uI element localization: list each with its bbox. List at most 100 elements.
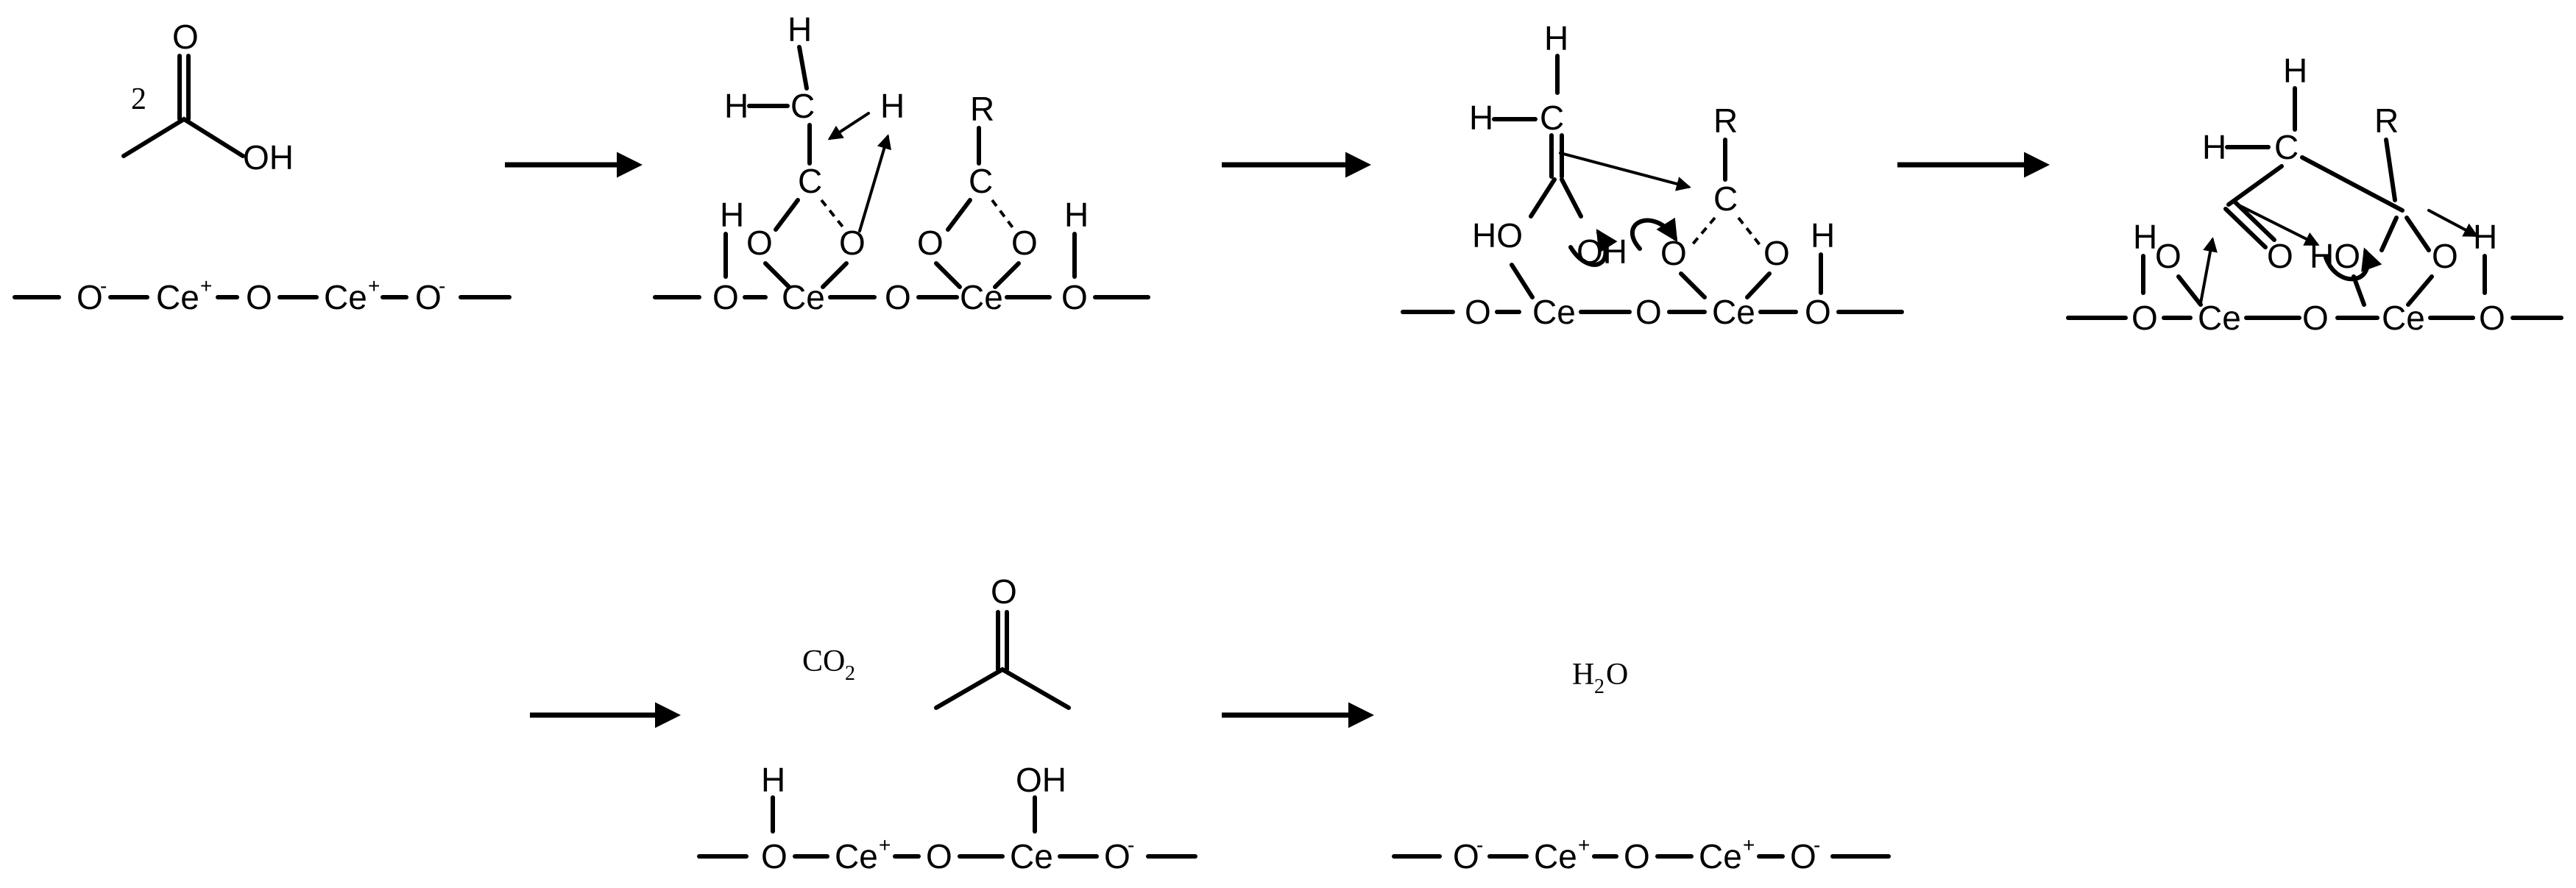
svg-text:Ce: Ce <box>1534 837 1577 875</box>
acetone-skeleton <box>934 667 1071 710</box>
svg-text:Ce: Ce <box>324 278 367 316</box>
svg-text:O: O <box>1104 837 1130 875</box>
svg-text:O: O <box>1660 234 1687 272</box>
svg-text:-: - <box>1476 834 1483 856</box>
svg-text:H: H <box>724 87 749 125</box>
svg-text:O: O <box>839 224 866 262</box>
svg-text:Ce: Ce <box>960 278 1003 316</box>
svg-text:HO: HO <box>2310 237 2360 275</box>
nucleophilic-attack-arrow <box>1559 152 1691 191</box>
svg-text:O: O <box>2302 299 2329 337</box>
svg-text:O: O <box>1011 224 1038 262</box>
svg-text:-: - <box>100 274 107 297</box>
svg-text:C: C <box>798 162 822 200</box>
stage-3-enolate-intermediate: H H C HO OH R C O O H O Ce O C <box>1401 19 1904 331</box>
hydroxyl-group: OH <box>243 138 294 177</box>
acetone-carbonyl-bond <box>996 610 1009 672</box>
svg-text:O: O <box>77 278 103 316</box>
svg-text:O: O <box>1624 837 1650 875</box>
svg-text:+: + <box>879 834 891 856</box>
stage-1-reactants: 2 O OH O - Ce + O Ce + O - <box>13 18 512 316</box>
svg-text:H: H <box>2283 51 2307 90</box>
svg-text:H: H <box>1064 196 1089 234</box>
stage-4-ketonization-intermediate: H H C R H O O HO O H O Ce O <box>2066 51 2563 337</box>
stage-2-adsorbed-species: H H C H C O O H R C O O H O Ce <box>653 10 1150 316</box>
svg-text:Ce: Ce <box>156 278 199 316</box>
svg-text:Ce: Ce <box>2382 299 2425 337</box>
svg-text:O: O <box>926 837 952 875</box>
ceria-surface-regenerated: O - Ce + O Ce + O - <box>1392 834 1891 875</box>
svg-text:O: O <box>1790 837 1816 875</box>
svg-text:R: R <box>2374 102 2399 140</box>
svg-text:-: - <box>439 274 445 297</box>
svg-text:O: O <box>1606 658 1628 692</box>
svg-text:H: H <box>1544 19 1568 57</box>
svg-text:2: 2 <box>845 662 855 685</box>
svg-text:O: O <box>991 572 1017 611</box>
svg-text:+: + <box>368 274 380 297</box>
svg-text:Ce: Ce <box>2198 299 2241 337</box>
svg-text:+: + <box>1743 834 1755 856</box>
co2-product: CO 2 <box>802 644 855 685</box>
enol-double-bond <box>1549 133 1564 179</box>
svg-text:O: O <box>2432 237 2458 275</box>
svg-text:OH: OH <box>1016 761 1066 799</box>
carbonyl-double-bond <box>177 54 191 121</box>
svg-text:O: O <box>1763 234 1790 272</box>
svg-text:CO: CO <box>802 644 845 678</box>
svg-text:O: O <box>1805 293 1831 331</box>
c-c-bond-cleavage-arrow <box>2239 205 2320 246</box>
svg-text:H: H <box>788 10 812 49</box>
svg-text:-: - <box>1814 834 1820 856</box>
stage-6-regenerated-surface: H 2 O O - Ce + O Ce + O - <box>1392 658 1891 875</box>
svg-text:H: H <box>1811 216 1835 255</box>
stoichiometric-coefficient: 2 <box>131 82 146 116</box>
svg-text:+: + <box>200 274 212 297</box>
svg-text:H: H <box>720 196 744 234</box>
svg-text:C: C <box>790 87 815 125</box>
svg-text:C: C <box>1540 99 1564 137</box>
svg-text:H: H <box>2473 218 2497 256</box>
svg-text:Ce: Ce <box>1010 837 1053 875</box>
svg-text:Ce: Ce <box>782 278 825 316</box>
hydrogen-transfer-arrow <box>827 112 870 141</box>
stage-5-products: CO 2 O H OH O Ce + O Ce O - <box>697 572 1197 875</box>
proton-shift-arrow <box>2427 209 2479 237</box>
proton-abstraction-arrow <box>858 134 892 232</box>
ceria-surface-stage-2: O Ce O Ce O <box>653 278 1150 316</box>
svg-text:O: O <box>885 278 911 316</box>
water-product: H 2 O <box>1572 658 1628 698</box>
svg-text:O: O <box>761 837 788 875</box>
svg-text:C: C <box>2274 128 2299 166</box>
svg-text:-: - <box>1128 834 1134 856</box>
svg-text:O: O <box>1635 293 1662 331</box>
ceria-surface-stage-3: O Ce O Ce O <box>1401 293 1904 331</box>
svg-text:O: O <box>746 224 773 262</box>
svg-text:C: C <box>1713 180 1738 218</box>
svg-text:O: O <box>2131 299 2158 337</box>
acetic-acid-skeleton <box>121 116 245 158</box>
svg-text:H: H <box>1572 658 1594 692</box>
svg-text:R: R <box>1713 102 1738 140</box>
svg-text:Ce: Ce <box>1712 293 1755 331</box>
svg-text:O: O <box>2267 237 2293 275</box>
carbonyl-oxygen: O <box>172 18 199 56</box>
svg-text:H: H <box>1469 99 1493 137</box>
svg-text:+: + <box>1578 834 1590 856</box>
svg-text:O: O <box>1453 837 1479 875</box>
svg-text:H: H <box>2133 218 2157 256</box>
svg-text:Ce: Ce <box>1532 293 1576 331</box>
svg-text:Ce: Ce <box>1699 837 1742 875</box>
svg-text:H: H <box>761 761 785 799</box>
svg-text:O: O <box>2155 237 2182 275</box>
svg-text:O: O <box>246 278 272 316</box>
curly-arrow-electron-push <box>1568 228 1618 267</box>
ceria-surface-stage-4: O Ce O Ce O <box>2066 299 2563 337</box>
ceria-surface-hydroxylated: H OH O Ce + O Ce O - <box>697 761 1197 875</box>
svg-text:O: O <box>1465 293 1491 331</box>
svg-text:O: O <box>2479 299 2505 337</box>
svg-text:C: C <box>969 162 993 200</box>
svg-text:2: 2 <box>1594 675 1604 698</box>
svg-text:R: R <box>970 90 994 128</box>
